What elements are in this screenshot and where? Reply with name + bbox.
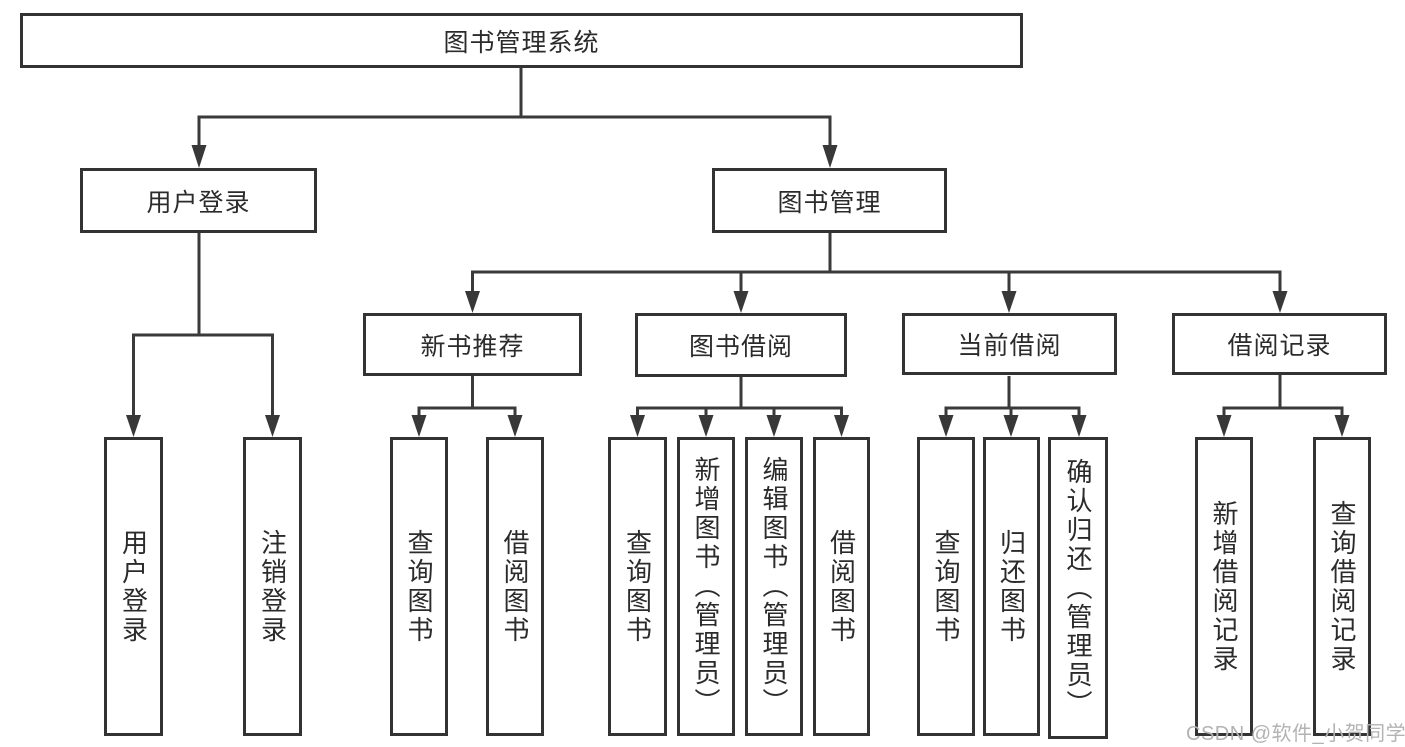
leaf-label: 编辑图书（管理员）: [759, 456, 789, 717]
leaf-confirm-return-admin: 确认归还（管理员）: [1048, 437, 1108, 739]
node-borrowing-records: 借阅记录: [1172, 313, 1387, 375]
node-user-login: 用户登录: [80, 168, 317, 233]
node-current-borrowing: 当前借阅: [902, 313, 1117, 375]
leaf-label: 借阅图书: [826, 528, 857, 645]
leaf-borrow-books-2: 借阅图书: [813, 437, 870, 736]
leaf-query-borrow-record: 查询借阅记录: [1313, 437, 1371, 736]
leaf-label: 新增图书（管理员）: [691, 456, 721, 717]
leaf-label: 查询借阅记录: [1327, 499, 1357, 674]
leaf-label: 确认归还（管理员）: [1063, 457, 1093, 719]
leaf-query-books-1: 查询图书: [390, 437, 448, 736]
leaf-return-books: 归还图书: [983, 437, 1040, 736]
node-label: 图书管理系统: [443, 28, 600, 57]
leaf-add-borrow-record: 新增借阅记录: [1195, 437, 1253, 736]
node-label: 图书借阅: [688, 333, 793, 361]
node-root-library-management-system: 图书管理系统: [20, 13, 1023, 68]
node-new-book-recommend: 新书推荐: [363, 313, 582, 376]
node-label: 用户登录: [146, 188, 251, 217]
node-label: 当前借阅: [957, 332, 1062, 360]
leaf-label: 归还图书: [996, 528, 1027, 645]
leaf-label: 借阅图书: [500, 528, 530, 645]
node-label: 图书管理: [777, 188, 882, 217]
node-label: 借阅记录: [1227, 332, 1332, 360]
leaf-query-books-2: 查询图书: [608, 437, 667, 736]
leaf-query-books-3: 查询图书: [917, 437, 975, 736]
leaf-label: 注销登录: [257, 528, 288, 645]
leaf-label: 新增借阅记录: [1209, 499, 1239, 674]
csdn-watermark: CSDN @软件_小贺同学: [1186, 723, 1405, 745]
leaf-logout: 注销登录: [243, 437, 302, 736]
leaf-label: 用户登录: [118, 528, 149, 645]
leaf-edit-books-admin: 编辑图书（管理员）: [745, 437, 803, 736]
leaf-user-login: 用户登录: [104, 437, 163, 736]
leaf-add-books-admin: 新增图书（管理员）: [677, 437, 735, 736]
node-book-borrowing: 图书借阅: [635, 313, 847, 377]
leaf-label: 查询图书: [931, 528, 961, 645]
leaf-borrow-books-1: 借阅图书: [486, 437, 544, 736]
leaf-label: 查询图书: [404, 528, 434, 645]
node-label: 新书推荐: [420, 332, 525, 361]
node-book-management: 图书管理: [712, 168, 947, 233]
leaf-label: 查询图书: [622, 528, 653, 645]
